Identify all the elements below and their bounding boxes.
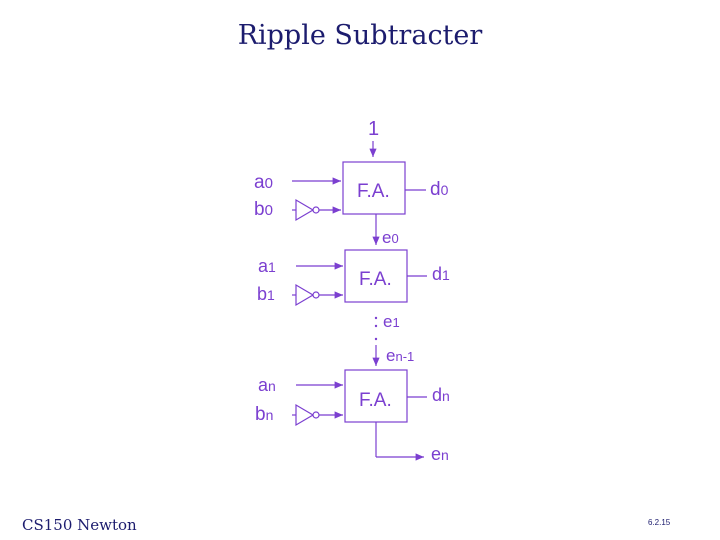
footer-course: CS150 Newton [22, 516, 137, 534]
inverter-bubble-n [312, 411, 320, 419]
input-an-label: an [258, 375, 276, 395]
full-adder-block-0 [342, 161, 406, 215]
inverter-n [295, 403, 315, 427]
carry-e1-label: e1 [383, 312, 400, 331]
footer-slide-number: 6.2.15 [648, 518, 671, 527]
continuation-dot [374, 337, 378, 341]
output-dn-label: dn [432, 385, 450, 405]
inverter-0 [295, 198, 315, 222]
full-adder-block-1 [344, 249, 408, 303]
continuation-dot [374, 316, 378, 320]
carry-en-label: en [431, 444, 449, 464]
input-bn-label: bn [255, 404, 273, 425]
input-b0-label: b0 [254, 199, 273, 220]
input-a0-label: a0 [254, 172, 273, 193]
output-d0-label: d0 [430, 179, 449, 200]
carry-en-1-label: en-1 [386, 346, 414, 365]
slide-title: Ripple Subtracter [237, 20, 483, 51]
full-adder-label-0: F.A. [357, 181, 390, 202]
inverter-bubble-1 [312, 291, 320, 299]
carry-e0-label: e0 [382, 228, 399, 247]
output-d1-label: d1 [432, 264, 450, 284]
full-adder-label-1: F.A. [359, 269, 392, 290]
continuation-dot [374, 324, 378, 328]
inverter-bubble-0 [312, 206, 320, 214]
full-adder-label-n: F.A. [359, 390, 392, 411]
carry-in-label: 1 [368, 118, 379, 140]
full-adder-block-n [344, 369, 408, 423]
input-a1-label: a1 [258, 256, 276, 276]
inverter-1 [295, 283, 315, 307]
input-b1-label: b1 [257, 284, 275, 304]
